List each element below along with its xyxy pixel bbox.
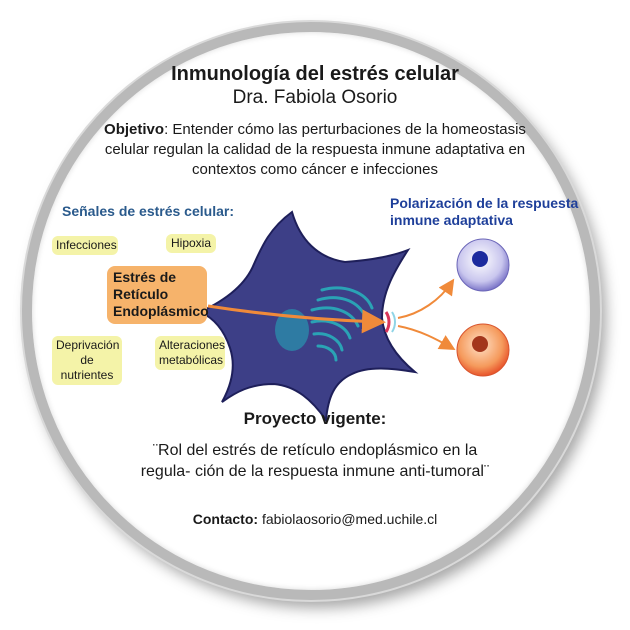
page-title: Inmunología del estrés celular bbox=[171, 63, 459, 85]
arrow-to-red-cell bbox=[397, 325, 456, 350]
signal-tag-alteraciones: Alteraciones metabólicas bbox=[155, 336, 225, 370]
objective-label: Objetivo bbox=[104, 121, 165, 138]
signal-tag-hipoxia: Hipoxia bbox=[166, 234, 216, 253]
objective-paragraph: Objetivo: Entender cómo las perturbacion… bbox=[95, 120, 535, 180]
dendritic-cell-body bbox=[197, 210, 419, 423]
contact-line: Contacto: fabiolaosorio@med.uchile.cl bbox=[0, 511, 630, 527]
blue-lymphocyte-nucleus bbox=[472, 251, 488, 267]
stress-to-cell-arrow bbox=[207, 304, 386, 334]
contact-label: Contacto: bbox=[192, 511, 259, 527]
red-lymphocyte-nucleus bbox=[472, 336, 488, 352]
contact-email[interactable]: fabiolaosorio@med.uchile.cl bbox=[261, 511, 438, 527]
project-title: Proyecto vigente: bbox=[243, 409, 387, 428]
polarization-title: Polarización de la respuesta inmune adap… bbox=[390, 195, 579, 228]
objective-text: : Entender cómo las perturbaciones de la… bbox=[104, 121, 526, 178]
stress-signals-title: Señales de estrés celular: bbox=[62, 203, 234, 219]
cell-nucleus bbox=[275, 309, 309, 351]
arrow-to-blue-cell bbox=[397, 278, 455, 319]
receptor-icon bbox=[384, 311, 396, 333]
er-stress-box: Estrés de Retículo Endoplásmico bbox=[107, 266, 209, 324]
signal-tag-infecciones: Infecciones bbox=[52, 236, 118, 255]
project-description: ¨Rol del estrés de retículo endoplásmico… bbox=[140, 442, 490, 480]
signal-tag-deprivacion: Deprivación de nutrientes bbox=[52, 336, 122, 385]
author-name: Dra. Fabiola Osorio bbox=[232, 87, 398, 108]
